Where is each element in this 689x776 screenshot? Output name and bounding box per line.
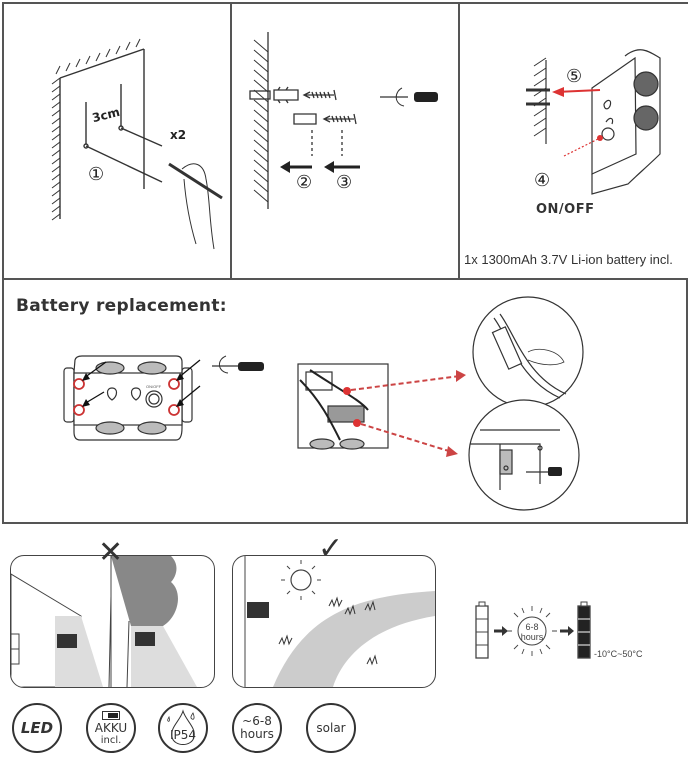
- step2-3-dowel-panel: ② ③: [232, 4, 458, 278]
- keyhole-icon: [130, 387, 142, 401]
- good-placement-illustration: [244, 556, 435, 687]
- good-placement-mark: ✓: [318, 532, 344, 565]
- step-number-2: ②: [296, 172, 313, 193]
- step1-mark-holes-panel: 3cm x2 ①: [4, 4, 230, 278]
- bad-placement-scene: [10, 555, 215, 688]
- arrow-icon: [177, 359, 201, 379]
- badge-solar: solar: [306, 703, 356, 753]
- step-number-4: ④: [534, 170, 551, 191]
- battery-caption: 1x 1300mAh 3.7V Li-ion battery incl.: [464, 252, 673, 267]
- pencil-icon: [168, 162, 223, 200]
- badge-led: LED: [12, 703, 62, 753]
- badge-led-label: LED: [20, 718, 54, 737]
- open-light-interior: [297, 363, 389, 450]
- sun-icon: [290, 569, 312, 591]
- step-number-3: ③: [336, 172, 353, 193]
- charge-time-label: 6-8 hours: [515, 622, 549, 642]
- step4-5-illustration: [526, 49, 661, 195]
- connector-marker: [343, 387, 351, 395]
- cable-connector: [491, 326, 523, 370]
- grass-icon: [278, 596, 378, 666]
- panel-divider: [230, 2, 232, 279]
- empty-battery-icon: [475, 601, 489, 659]
- bad-placement-illustration: [11, 556, 197, 687]
- battery-replacement-heading: Battery replacement:: [16, 296, 227, 316]
- step1-illustration: [51, 38, 223, 250]
- arrow-right-icon: [502, 626, 508, 636]
- led-lens: [633, 71, 659, 97]
- mounting-steps-frame: [2, 2, 688, 280]
- sun-icon: [507, 606, 557, 656]
- drilled-hole: [249, 90, 271, 100]
- screw-2: [73, 404, 85, 416]
- keyhole-icon: [106, 387, 118, 401]
- arrow-right-icon: [446, 446, 458, 457]
- badge-solar-label: solar: [316, 720, 346, 735]
- drill-mark-1: [83, 143, 89, 149]
- arrow-left-icon: [324, 161, 334, 173]
- switch-indicator-dot: [597, 135, 603, 141]
- screwdriver-icon: [548, 467, 562, 476]
- arrow-right-icon: [456, 370, 466, 382]
- wall-plug-icon: [293, 113, 317, 125]
- water-drop-icon: [167, 709, 195, 745]
- screw-marker: [353, 419, 361, 427]
- on-off-label: ON/OFF: [536, 202, 595, 217]
- tree-canopy: [111, 556, 178, 626]
- led-lens: [633, 105, 659, 131]
- step-number-5: ⑤: [566, 66, 583, 87]
- full-battery-icon: [577, 601, 591, 659]
- solar-light-icon: [135, 632, 155, 646]
- wall-top-edge: [59, 48, 145, 79]
- arrow-icon: [177, 385, 201, 405]
- good-placement-scene: [232, 555, 436, 688]
- badge-runtime: ~6-8 hours: [232, 703, 282, 753]
- badge-akku-line2: incl.: [100, 734, 122, 746]
- sunlight-path: [273, 591, 435, 687]
- step-number-1: ①: [88, 164, 105, 185]
- bad-placement-mark: ✕: [98, 536, 124, 569]
- drill-mark-2: [118, 125, 124, 131]
- badge-ip54: IP54: [158, 703, 208, 753]
- screw-3: [168, 378, 180, 390]
- arrow-right-icon: [568, 626, 574, 636]
- badge-runtime-line1: ~6-8: [242, 714, 272, 728]
- house-outline: [11, 573, 82, 687]
- on-off-button: [601, 127, 615, 141]
- step2-3-illustration: [249, 32, 438, 209]
- badge-akku-line1: AKKU: [94, 720, 128, 735]
- arrow-left-icon: [280, 161, 290, 173]
- solar-light-back-plate: [591, 56, 637, 175]
- screw-1: [73, 378, 85, 390]
- solar-light-icon: [247, 602, 269, 618]
- hole-count-label: x2: [170, 128, 187, 142]
- solar-light-icon: [57, 634, 77, 648]
- on-off-switch: [145, 390, 163, 408]
- charge-time-value: 6-8: [525, 622, 539, 632]
- badge-runtime-line2: hours: [240, 727, 274, 741]
- wall-plug-icon: [273, 86, 299, 104]
- screwdriver-icon: [212, 355, 264, 374]
- house-shadow: [55, 616, 103, 687]
- battery-icon: [102, 710, 120, 720]
- arrow-icon: [83, 361, 107, 379]
- arrow-left-icon: [552, 87, 564, 97]
- step4-5-hang-panel: ⑤ ④ ON/OFF 1x 1300mAh 3.7V Li-ion batter…: [460, 4, 686, 278]
- badge-akku: AKKU incl.: [86, 703, 136, 753]
- badge-ip54-label: IP54: [169, 727, 197, 742]
- temperature-range: -10°C~50°C: [594, 649, 643, 659]
- charge-time-unit: hours: [520, 632, 544, 642]
- panel-divider: [458, 2, 460, 279]
- mini-on-off-label: ON/OFF: [146, 384, 162, 389]
- screw-4: [168, 404, 180, 416]
- detail-screw-circle: [468, 399, 580, 511]
